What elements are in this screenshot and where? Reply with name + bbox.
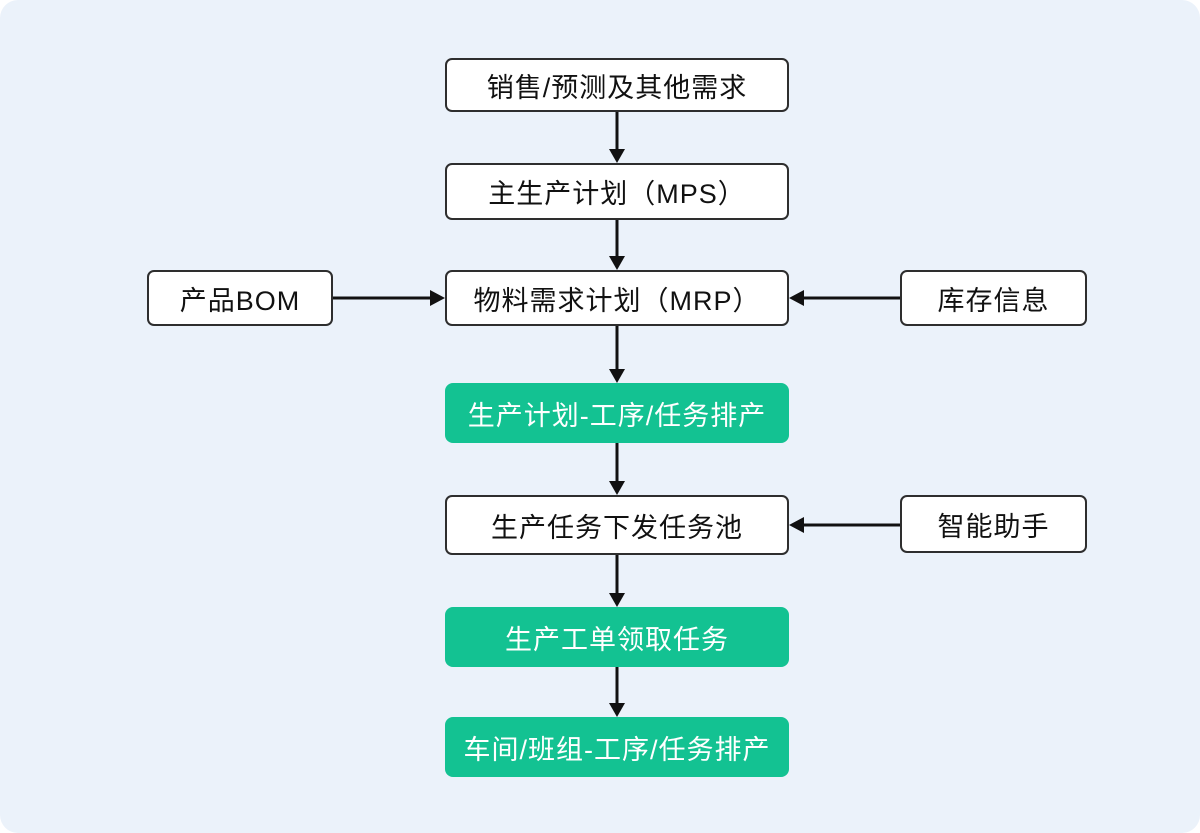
node-plan-scheduling: 生产计划-工序/任务排产: [445, 383, 789, 443]
arrow-plan-scheduling-to-task-pool: [609, 443, 625, 495]
node-mrp: 物料需求计划（MRP）: [445, 270, 789, 326]
node-work-order: 生产工单领取任务: [445, 607, 789, 667]
node-mps: 主生产计划（MPS）: [445, 163, 789, 220]
arrow-mrp-to-plan-scheduling: [609, 326, 625, 383]
node-product-bom: 产品BOM: [147, 270, 333, 326]
arrow-bom-to-mrp: [333, 290, 445, 306]
node-task-pool: 生产任务下发任务池: [445, 495, 789, 555]
node-workshop-scheduling: 车间/班组-工序/任务排产: [445, 717, 789, 777]
node-sales-forecast: 销售/预测及其他需求: [445, 58, 789, 112]
arrow-work-order-to-workshop-scheduling: [609, 667, 625, 717]
arrow-inventory-to-mrp: [789, 290, 900, 306]
arrow-assistant-to-task-pool: [789, 517, 900, 533]
node-inventory-info: 库存信息: [900, 270, 1087, 326]
arrow-sales-to-mps: [609, 112, 625, 163]
node-smart-assistant: 智能助手: [900, 495, 1087, 553]
arrow-task-pool-to-work-order: [609, 555, 625, 607]
arrow-mps-to-mrp: [609, 220, 625, 270]
